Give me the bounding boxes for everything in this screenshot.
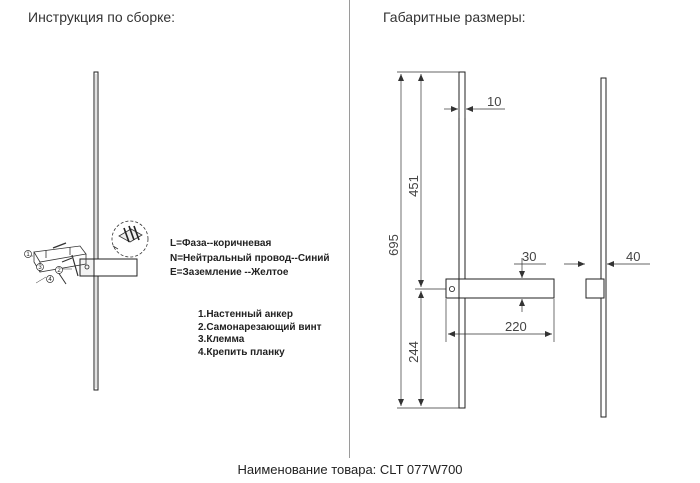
assembly-step: 2.Самонарезающий винт	[198, 321, 322, 333]
front-view	[445, 71, 555, 409]
dimension-values: 10 695 451 244 30 220 40	[386, 94, 640, 363]
dimension-lines	[397, 71, 650, 409]
dim-arm-height-label: 30	[522, 249, 536, 264]
side-view	[585, 77, 607, 418]
part-callouts: 1 2 3 4	[24, 250, 63, 283]
wiring-legend-line: L=Фаза--коричневая	[170, 238, 272, 249]
dimensions-heading: Габаритные размеры:	[383, 9, 526, 25]
assembly-instructions-heading: Инструкция по сборке:	[28, 9, 176, 25]
front-view-bar	[458, 71, 466, 409]
wiring-legend-line: N=Нейтральный провод--Синий	[170, 252, 330, 264]
wiring-legend: L=Фаза--коричневая N=Нейтральный провод-…	[170, 237, 330, 281]
side-view-bar	[600, 77, 607, 418]
front-view-arm	[445, 278, 555, 299]
wall-bracket-illustration	[25, 242, 87, 285]
arm-cap	[79, 258, 95, 277]
product-name-footer: Наименование товара: CLT 077W700	[237, 462, 463, 477]
dim-thickness-label: 10	[487, 94, 501, 109]
section-divider	[349, 0, 350, 458]
assembled-lamp-illustration	[79, 71, 138, 391]
assembly-steps-list: 1.Настенный анкер 2.Самонарезающий винт …	[198, 309, 322, 359]
callout-3: 3	[38, 265, 42, 271]
callout-4: 4	[48, 277, 52, 283]
side-view-arm	[585, 278, 605, 299]
dim-side-depth-label: 40	[626, 249, 640, 264]
dim-arm-length-label: 220	[505, 319, 527, 334]
assembly-step: 4.Крепить планку	[198, 346, 285, 358]
wiring-legend-line: E=Заземление --Желтое	[170, 267, 289, 278]
callout-1: 1	[26, 252, 30, 258]
assembly-step: 3.Клемма	[198, 334, 245, 345]
assembly-step: 1.Настенный анкер	[198, 309, 293, 320]
dim-upper-length-label: 451	[406, 175, 421, 197]
callout-2: 2	[57, 268, 61, 274]
dim-lower-length-label: 244	[406, 341, 421, 363]
dim-total-height-label: 695	[386, 234, 401, 256]
terminal-block-detail	[111, 220, 149, 258]
